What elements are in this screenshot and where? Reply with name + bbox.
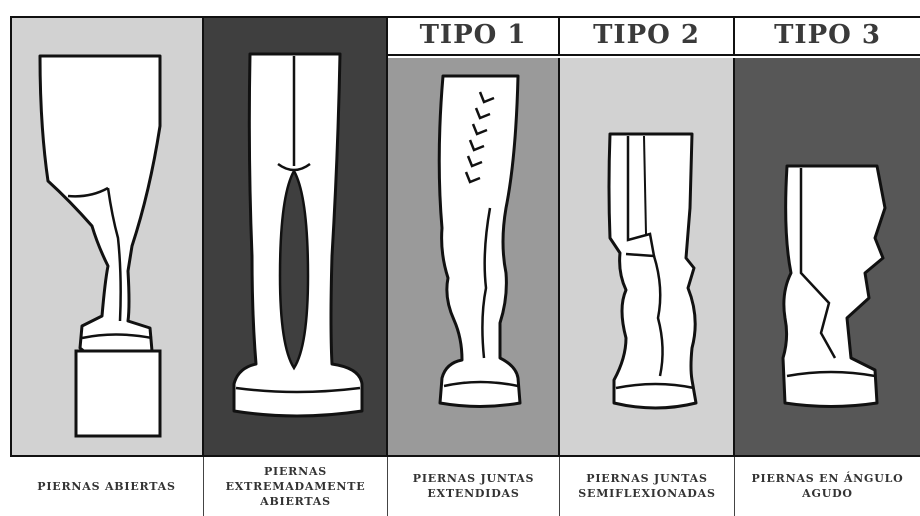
column-tipo-1: TIPO 1 PIERNAS JUNTAS EXTENDIDAS xyxy=(388,16,560,516)
leg-illustration-1 xyxy=(10,16,204,456)
column-piernas-extremadamente-abiertas: PIERNAS EXTREMADAMENTE ABIERTAS xyxy=(204,16,388,516)
panel-3 xyxy=(388,58,560,456)
header-tipo-1: TIPO 1 xyxy=(388,16,560,56)
caption-3: PIERNAS JUNTAS EXTENDIDAS xyxy=(388,456,560,516)
leg-illustration-4 xyxy=(560,58,735,456)
frame-left-line xyxy=(10,16,12,456)
caption-1: PIERNAS ABIERTAS xyxy=(10,456,204,516)
header-tipo-3: TIPO 3 xyxy=(735,16,920,56)
panel-2 xyxy=(204,16,388,456)
header-tipo-2: TIPO 2 xyxy=(560,16,735,56)
panel-1 xyxy=(10,16,204,456)
caption-4: PIERNAS JUNTAS SEMIFLEXIONADAS xyxy=(560,456,735,516)
column-tipo-3: TIPO 3 PIERNAS EN ÁNGULO AGUDO xyxy=(735,16,920,516)
column-tipo-2: TIPO 2 PIERNAS JUNTAS SEMIFLEXIONADAS xyxy=(560,16,735,516)
leg-illustration-5 xyxy=(735,58,920,456)
caption-2: PIERNAS EXTREMADAMENTE ABIERTAS xyxy=(204,456,388,516)
frame-top-line xyxy=(10,16,920,18)
leg-illustration-3 xyxy=(388,58,560,456)
leg-illustration-2 xyxy=(204,16,388,456)
caption-5: PIERNAS EN ÁNGULO AGUDO xyxy=(735,456,920,516)
leg-position-figure: PIERNAS ABIERTAS PIERNAS EXTREMADAMENTE … xyxy=(10,16,920,516)
panel-5 xyxy=(735,58,920,456)
frame-bottom-line xyxy=(10,455,920,457)
column-piernas-abiertas: PIERNAS ABIERTAS xyxy=(10,16,204,516)
panel-4 xyxy=(560,58,735,456)
